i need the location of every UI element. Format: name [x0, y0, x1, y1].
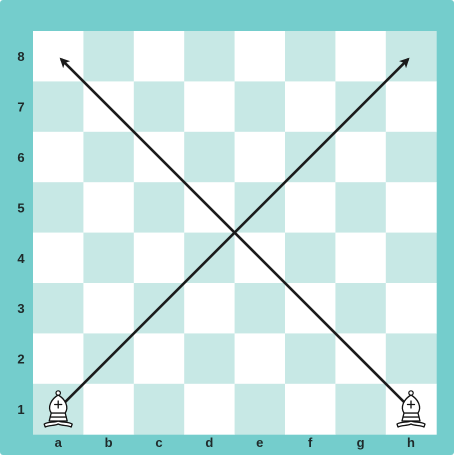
square-h7[interactable] — [386, 81, 437, 132]
square-c7[interactable] — [134, 81, 185, 132]
square-c4[interactable] — [134, 233, 185, 284]
square-b3[interactable] — [83, 283, 134, 334]
square-e8[interactable] — [235, 31, 286, 82]
square-g1[interactable] — [335, 384, 386, 435]
square-h3[interactable] — [386, 283, 437, 334]
rank-label: 4 — [17, 251, 25, 266]
file-label: d — [205, 435, 213, 450]
square-e1[interactable] — [235, 384, 286, 435]
square-d7[interactable] — [184, 81, 235, 132]
square-f8[interactable] — [285, 31, 336, 82]
square-c2[interactable] — [134, 333, 185, 384]
square-g8[interactable] — [335, 31, 386, 82]
file-label: g — [357, 435, 365, 450]
square-h6[interactable] — [386, 132, 437, 183]
square-b6[interactable] — [83, 132, 134, 183]
square-d3[interactable] — [184, 283, 235, 334]
square-h4[interactable] — [386, 233, 437, 284]
file-label: a — [55, 435, 63, 450]
square-g4[interactable] — [335, 233, 386, 284]
rank-label: 5 — [17, 200, 24, 215]
square-f5[interactable] — [285, 182, 336, 233]
square-d2[interactable] — [184, 333, 235, 384]
square-a7[interactable] — [33, 81, 84, 132]
square-f4[interactable] — [285, 233, 336, 284]
square-a6[interactable] — [33, 132, 84, 183]
square-e2[interactable] — [235, 333, 286, 384]
square-h2[interactable] — [386, 333, 437, 384]
square-c1[interactable] — [134, 384, 185, 435]
square-g3[interactable] — [335, 283, 386, 334]
square-d1[interactable] — [184, 384, 235, 435]
square-b1[interactable] — [83, 384, 134, 435]
rank-label: 2 — [17, 352, 24, 367]
rank-label: 3 — [17, 301, 24, 316]
square-g5[interactable] — [335, 182, 386, 233]
square-g6[interactable] — [335, 132, 386, 183]
file-label: h — [407, 435, 415, 450]
rank-label: 7 — [17, 100, 24, 115]
square-b4[interactable] — [83, 233, 134, 284]
square-h5[interactable] — [386, 182, 437, 233]
file-label: f — [308, 435, 313, 450]
square-e3[interactable] — [235, 283, 286, 334]
square-a2[interactable] — [33, 333, 84, 384]
square-e6[interactable] — [235, 132, 286, 183]
square-b8[interactable] — [83, 31, 134, 82]
file-label: b — [105, 435, 113, 450]
file-label: e — [256, 435, 263, 450]
square-a3[interactable] — [33, 283, 84, 334]
square-c5[interactable] — [134, 182, 185, 233]
square-a5[interactable] — [33, 182, 84, 233]
square-e7[interactable] — [235, 81, 286, 132]
rank-label: 6 — [17, 150, 24, 165]
square-b5[interactable] — [83, 182, 134, 233]
square-c8[interactable] — [134, 31, 185, 82]
rank-label: 8 — [17, 49, 24, 64]
rank-label: 1 — [17, 402, 24, 417]
square-f7[interactable] — [285, 81, 336, 132]
square-f2[interactable] — [285, 333, 336, 384]
square-d8[interactable] — [184, 31, 235, 82]
file-label: c — [155, 435, 162, 450]
square-d6[interactable] — [184, 132, 235, 183]
square-a4[interactable] — [33, 233, 84, 284]
square-f1[interactable] — [285, 384, 336, 435]
